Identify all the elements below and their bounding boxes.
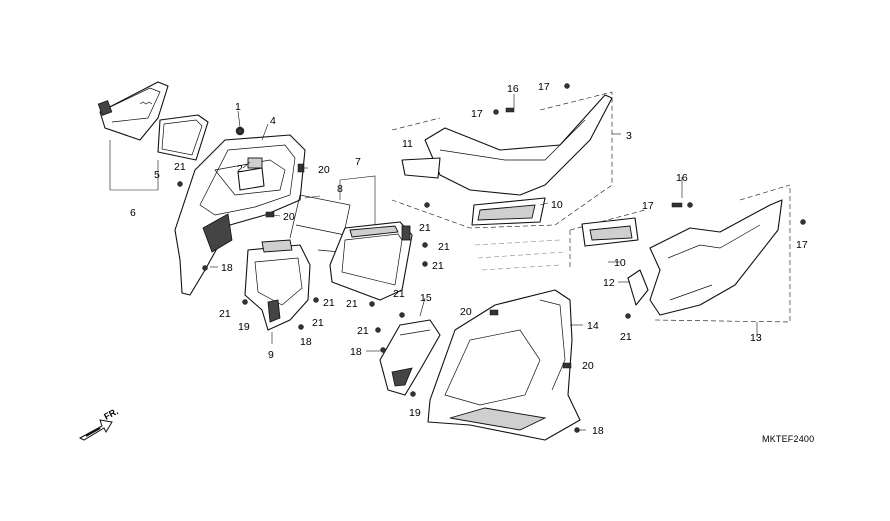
callout-18d: 18 xyxy=(592,425,604,437)
part-4-inner-cowl xyxy=(174,126,306,296)
callout-21j: 21 xyxy=(357,325,369,337)
callout-16b: 16 xyxy=(676,172,688,184)
callout-20b: 20 xyxy=(283,211,295,223)
callout-18a: 18 xyxy=(221,262,233,274)
part-14-front-cowl xyxy=(427,289,581,441)
part-8-wire-bracket xyxy=(289,194,351,253)
part-15-lower-cover xyxy=(379,319,441,396)
callout-numbers: 1 2 3 4 5 6 7 8 9 10 10 11 12 13 14 15 1… xyxy=(130,81,808,437)
callout-6: 6 xyxy=(130,207,136,219)
callout-15: 15 xyxy=(420,292,432,304)
callout-17d: 17 xyxy=(796,239,808,251)
callout-5: 5 xyxy=(154,169,160,181)
callout-17c: 17 xyxy=(642,200,654,212)
callout-21a: 21 xyxy=(174,161,186,173)
callout-3: 3 xyxy=(626,130,632,142)
part-3-upper-cover-group xyxy=(391,91,613,229)
part-7-storage-box xyxy=(329,221,413,301)
callout-21d: 21 xyxy=(312,317,324,329)
callout-18c: 18 xyxy=(350,346,362,358)
callout-21f: 21 xyxy=(438,241,450,253)
part-9-lower-bracket xyxy=(244,239,311,331)
callout-21k: 21 xyxy=(620,331,632,343)
callout-14: 14 xyxy=(587,320,599,332)
drawing-code: MKTEF2400 xyxy=(762,434,814,444)
callout-12: 12 xyxy=(603,277,615,289)
callout-9: 9 xyxy=(268,349,274,361)
front-direction-label: FR. xyxy=(102,406,119,422)
callout-21c: 21 xyxy=(323,297,335,309)
callout-11: 11 xyxy=(402,138,413,150)
callout-17b: 17 xyxy=(471,108,483,120)
callout-13: 13 xyxy=(750,332,762,344)
fasteners xyxy=(177,83,806,433)
callout-21g: 21 xyxy=(432,260,444,272)
callout-4: 4 xyxy=(270,115,276,127)
callout-20d: 20 xyxy=(582,360,594,372)
front-direction-arrow-icon xyxy=(78,419,113,441)
callout-21h: 21 xyxy=(346,298,358,310)
callout-8: 8 xyxy=(337,183,343,195)
callout-19a: 19 xyxy=(238,321,250,333)
part-6-cover-assembly xyxy=(97,81,209,191)
callout-16a: 16 xyxy=(507,83,519,95)
callout-10a: 10 xyxy=(551,199,563,211)
leader-lines xyxy=(210,94,758,431)
hatch-area xyxy=(474,239,566,271)
callout-21b: 21 xyxy=(219,308,231,320)
callout-21e: 21 xyxy=(419,222,431,234)
callout-19b: 19 xyxy=(409,407,421,419)
callout-7: 7 xyxy=(355,156,361,168)
callout-18b: 18 xyxy=(300,336,312,348)
callout-20a: 20 xyxy=(318,164,330,176)
callout-1: 1 xyxy=(235,101,241,113)
callout-17a: 17 xyxy=(538,81,550,93)
part-13-side-cover-group xyxy=(569,184,791,323)
callout-10b: 10 xyxy=(614,257,626,269)
callout-20c: 20 xyxy=(460,306,472,318)
callout-2: 2 xyxy=(237,163,243,175)
callout-21i: 21 xyxy=(393,288,405,300)
